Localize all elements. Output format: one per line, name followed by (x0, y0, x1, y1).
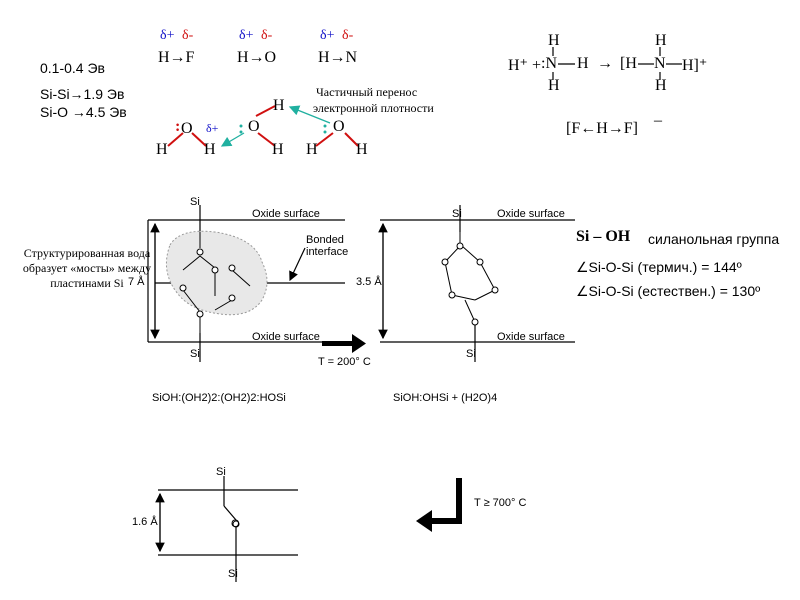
ammonium-bonds (552, 47, 682, 80)
polar-bond-ho: δ+ δ- (239, 28, 273, 43)
d1-si-top: Si (190, 196, 200, 208)
water3-oxygen: O (333, 118, 345, 135)
ammonium-bracket-close: H]⁺ (682, 57, 708, 74)
bifluoride-charge: – (654, 112, 662, 129)
water3-h-right: H (356, 141, 368, 158)
d1-si-bottom: Si (190, 348, 200, 360)
d1-bonded-interface: Bonded interface (306, 234, 349, 258)
diagram3-oxygen-atom (232, 520, 240, 528)
ammonium-nitrogen: N (654, 55, 666, 72)
d3-distance: 1.6 Å (132, 516, 158, 528)
diagram2-frame (378, 205, 575, 362)
polar-bond-hf-formula: H→F (158, 49, 195, 66)
water3-h-left: H (306, 141, 318, 158)
d1-distance: 7 Å (128, 276, 145, 288)
transition-arrow-1 (322, 334, 366, 353)
angle-natural: ∠Si-O-Si (естествен.) = 130º (576, 283, 761, 299)
transition-arrow-2 (416, 478, 462, 532)
d3-temperature: T ≥ 700° C (474, 497, 527, 509)
ammonia-h-bottom: H (548, 77, 560, 94)
diagram2-water-ring (444, 232, 496, 323)
ammonia-h-right: H (577, 55, 589, 72)
d2-oxide-surface-bottom: Oxide surface (497, 331, 565, 343)
si-o-energy: Si-O →4.5 Эв (40, 104, 127, 120)
angle-thermal: ∠Si-O-Si (термич.) = 144º (576, 259, 742, 275)
hydrogen-bond-dots (239, 124, 327, 134)
ammonium-bracket-open: [H (620, 55, 637, 72)
transfer-note-line1: Частичный перенос (316, 85, 418, 99)
polar-bond-hn: δ+ δ- (320, 28, 354, 43)
diagram3-frame (155, 476, 298, 582)
ammonia-nitrogen: :N (541, 55, 557, 72)
reaction-arrow: → (597, 55, 613, 72)
diagram1-water-network (182, 232, 251, 333)
polar-bond-ho-formula: H→O (237, 49, 277, 66)
si-si-energy: Si-Si→1.9 Эв (40, 86, 125, 102)
polar-bond-hn-formula: H→N (318, 49, 358, 66)
d2-formula: SiOH:OHSi + (H2O)4 (393, 392, 498, 404)
diagram1-oxygen-atoms (179, 248, 236, 318)
d3-si-top: Si (216, 466, 226, 478)
energy-range: 0.1-0.4 Эв (40, 60, 105, 76)
d2-oxide-surface-top: Oxide surface (497, 208, 565, 220)
d1-oxide-surface-bottom: Oxide surface (252, 331, 320, 343)
water2-h-bottom: H (272, 141, 284, 158)
structured-water-note: Структурированная вода образует «мосты» … (22, 246, 152, 290)
ammonium-h-bottom: H (655, 77, 667, 94)
d3-oxygen: O (231, 518, 240, 530)
d1-oxide-surface-top: Oxide surface (252, 208, 320, 220)
water1-h-left: H (156, 141, 168, 158)
ammonium-h-top: H (655, 32, 667, 49)
water-chain-bonds (167, 105, 359, 147)
water2-oxygen: O (248, 118, 260, 135)
silanol-formula: Si – OH (576, 228, 631, 245)
water-lone-pair: : (175, 118, 181, 135)
water2-h-top: H (273, 97, 285, 114)
density-transfer-arrows (220, 105, 331, 147)
diagram2-oxygen-atoms (441, 242, 499, 326)
water1-h-right: H (204, 141, 216, 158)
d2-si-top: Si (452, 208, 462, 220)
silanol-name: силанольная группа (648, 231, 780, 247)
d1-formula: SiOH:(OH2)2:(OH2)2:HOSi (152, 392, 286, 404)
bifluoride-formula: [F←H→F] (566, 120, 639, 137)
d2-si-bottom: Si (466, 348, 476, 360)
transfer-note-line2: электронной плотности (313, 101, 434, 115)
d2-distance: 3.5 Å (356, 276, 382, 288)
d2-temperature: T = 200° C (318, 356, 371, 368)
d3-si-bottom: Si (228, 568, 238, 580)
water1-oxygen: O (181, 120, 193, 137)
polar-bond-hf: δ+ δ- (160, 28, 194, 43)
water1-delta-plus: δ+ (206, 121, 219, 135)
proton-plus: H⁺ + (508, 57, 542, 74)
ammonia-h-top: H (548, 32, 560, 49)
